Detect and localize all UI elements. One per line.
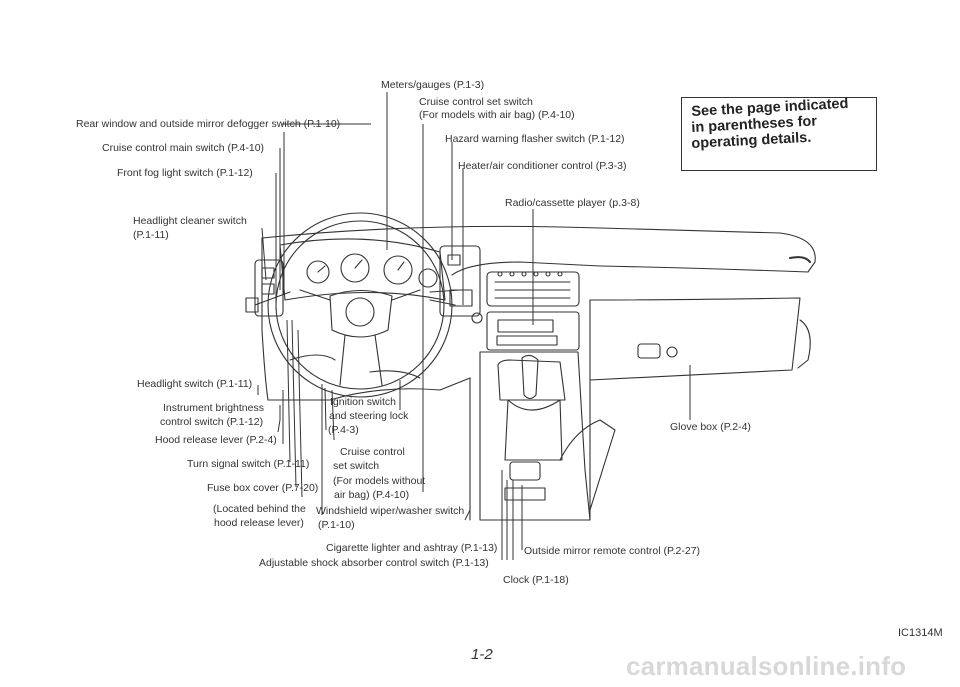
label-heater: Heater/air conditioner control (P.3-3) xyxy=(458,160,627,172)
label-cruise-set-switch: Cruise control set switch xyxy=(419,96,533,108)
label-cruise-ctrl-1: Cruise control xyxy=(340,446,405,458)
label-turn-signal: Turn signal switch (P.1-11) xyxy=(187,458,310,470)
label-meters: Meters/gauges (P.1-3) xyxy=(381,79,485,91)
label-rear-defogger: Rear window and outside mirror defogger … xyxy=(76,118,341,130)
label-cigarette: Cigarette lighter and ashtray (P.1-13) xyxy=(326,542,498,554)
label-cruise-set-airbag: (For models with air bag) (P.4-10) xyxy=(419,109,575,121)
label-cruise-main: Cruise control main switch (P.4-10) xyxy=(102,142,265,154)
label-headlight: Headlight switch (P.1-11) xyxy=(137,378,253,390)
label-ignition-1: Ignition switch xyxy=(330,396,396,408)
label-radio: Radio/cassette player (p.3-8) xyxy=(505,197,640,209)
label-located-2: hood release lever) xyxy=(214,517,304,529)
info-note-box: See the page indicated in parentheses fo… xyxy=(681,96,877,171)
label-instrument-1: Instrument brightness xyxy=(163,402,264,414)
label-instrument-2: control switch (P.1-12) xyxy=(160,416,264,428)
watermark: carmanualsonline.info xyxy=(626,651,907,681)
label-headlight-cleaner-page: (P.1-11) xyxy=(133,229,169,241)
label-headlight-cleaner: Headlight cleaner switch xyxy=(133,215,247,227)
label-ignition-3: (P.4-3) xyxy=(328,424,359,436)
page-number: 1-2 xyxy=(471,646,493,663)
label-glove-box: Glove box (P.2-4) xyxy=(670,421,751,433)
label-cruise-ctrl-2: set switch xyxy=(333,460,380,472)
label-hood: Hood release lever (P.2-4) xyxy=(155,434,277,446)
label-no-airbag-1: (For models without xyxy=(333,475,426,487)
label-fuse-box: Fuse box cover (P.7-20) xyxy=(207,482,319,494)
figure-code: IC1314M xyxy=(898,627,943,639)
label-wiper-1: Windshield wiper/washer switch xyxy=(316,505,465,517)
label-mirror-remote: Outside mirror remote control (P.2-27) xyxy=(524,545,701,557)
label-shock: Adjustable shock absorber control switch… xyxy=(259,557,489,569)
label-ignition-2: and steering lock xyxy=(329,410,409,422)
label-located-1: (Located behind the xyxy=(213,503,306,515)
label-hazard: Hazard warning flasher switch (P.1-12) xyxy=(445,133,625,145)
label-wiper-2: (P.1-10) xyxy=(318,519,355,531)
label-clock: Clock (P.1-18) xyxy=(503,574,569,586)
label-no-airbag-2: air bag) (P.4-10) xyxy=(334,489,410,501)
label-fog: Front fog light switch (P.1-12) xyxy=(117,167,253,179)
